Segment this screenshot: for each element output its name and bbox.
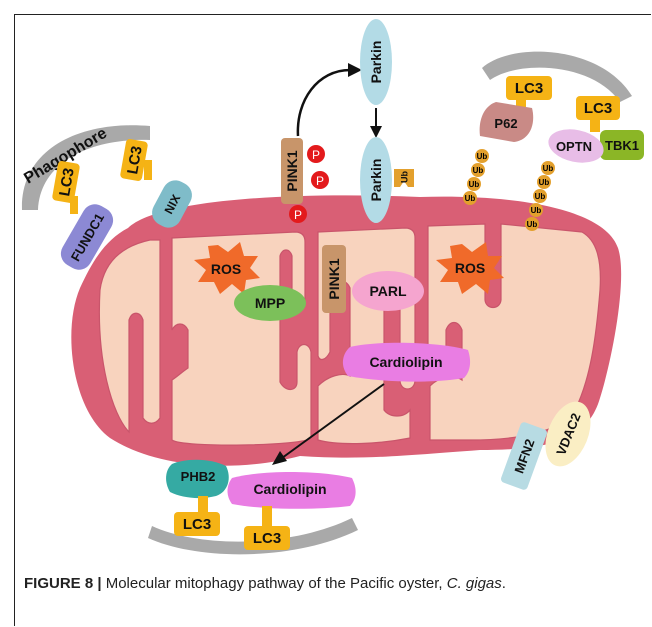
- tbk1-label: TBK1: [605, 138, 639, 153]
- figure-caption: FIGURE 8 | Molecular mitophagy pathway o…: [24, 575, 506, 592]
- ub-p62-label-1: Ub: [477, 152, 488, 161]
- parkin-top-group: Parkin: [360, 19, 392, 105]
- lc3-optn-linker: [590, 116, 600, 132]
- tbk1-group: TBK1: [600, 130, 644, 160]
- phospho-group-3: P: [289, 205, 307, 223]
- pink1-inner-label: PINK1: [326, 258, 342, 299]
- phospho-label-2: P: [316, 174, 324, 188]
- caption-text: Molecular mitophagy pathway of the Pacif…: [106, 575, 447, 592]
- ub-p62-label-3: Ub: [469, 180, 480, 189]
- ros-left-label: ROS: [211, 261, 241, 277]
- pink1-to-parkin-arrowhead: [348, 63, 362, 77]
- lc3-cardiolipin-label: LC3: [253, 530, 281, 547]
- ub-p62-label-2: Ub: [473, 166, 484, 175]
- p62-group: P62: [480, 102, 534, 142]
- ub-parkin-label: Ub: [400, 171, 410, 183]
- mpp-label: MPP: [255, 295, 285, 311]
- phospho-label-3: P: [294, 208, 302, 222]
- ub-parkin-group: Ub: [394, 169, 414, 187]
- lc3-cardiolipin-group: LC3: [244, 526, 290, 550]
- cardiolipin-inner-group: Cardiolipin: [343, 343, 470, 382]
- lc3-p62-group: LC3: [506, 76, 552, 100]
- lc3-optn-label: LC3: [584, 100, 612, 117]
- phb2-group: PHB2: [166, 460, 229, 498]
- phb2-label: PHB2: [181, 469, 216, 484]
- figure-label: FIGURE 8 |: [24, 575, 102, 592]
- lc3-phb2-group: LC3: [174, 512, 220, 536]
- caption-end: .: [502, 575, 506, 592]
- parkin-membrane-group: Parkin: [360, 137, 392, 223]
- ub-chain-p62: Ub Ub Ub Ub: [463, 149, 489, 205]
- cardiolipin-inner-label: Cardiolipin: [369, 354, 442, 370]
- ub-optn-label-2: Ub: [539, 178, 550, 187]
- phospho-group-1: P: [307, 145, 325, 163]
- ros-right-label: ROS: [455, 260, 485, 276]
- lc3-nix-linker: [144, 160, 152, 180]
- pink1-outer-group: PINK1: [281, 138, 303, 204]
- phospho-group-2: P: [311, 171, 329, 189]
- ub-optn-label-3: Ub: [535, 192, 546, 201]
- ub-optn-label-1: Ub: [543, 164, 554, 173]
- ub-p62-label-4: Ub: [465, 194, 476, 203]
- parl-group: PARL: [352, 271, 424, 311]
- pink1-outer-label: PINK1: [284, 150, 300, 191]
- lc3-phb2-linker: [198, 496, 208, 514]
- mitophagy-diagram: Phagophore LC3 FUNDC1 LC3 NIX PINK1 P P …: [0, 0, 652, 565]
- optn-label: OPTN: [556, 139, 592, 154]
- cardiolipin-outer-label: Cardiolipin: [253, 481, 326, 497]
- lc3-cardiolipin-linker: [262, 506, 272, 528]
- ub-optn-label-5: Ub: [527, 220, 538, 229]
- pink1-inner-group: PINK1: [322, 245, 346, 313]
- cardiolipin-outer-group: Cardiolipin: [228, 472, 356, 509]
- parl-label: PARL: [369, 283, 407, 299]
- ub-optn-label-4: Ub: [531, 206, 542, 215]
- lc3-phb2-label: LC3: [183, 516, 211, 533]
- phospho-label-1: P: [312, 148, 320, 162]
- pink1-to-parkin-arrow: [298, 70, 350, 136]
- phagophore-top-right: [482, 52, 632, 102]
- caption-species: C. gigas: [447, 575, 502, 592]
- parkin-translocation-arrowhead: [370, 126, 382, 138]
- parkin-top-label: Parkin: [368, 41, 384, 84]
- parkin-membrane-label: Parkin: [368, 159, 384, 202]
- p62-label: P62: [494, 116, 517, 131]
- mpp-group: MPP: [234, 285, 306, 321]
